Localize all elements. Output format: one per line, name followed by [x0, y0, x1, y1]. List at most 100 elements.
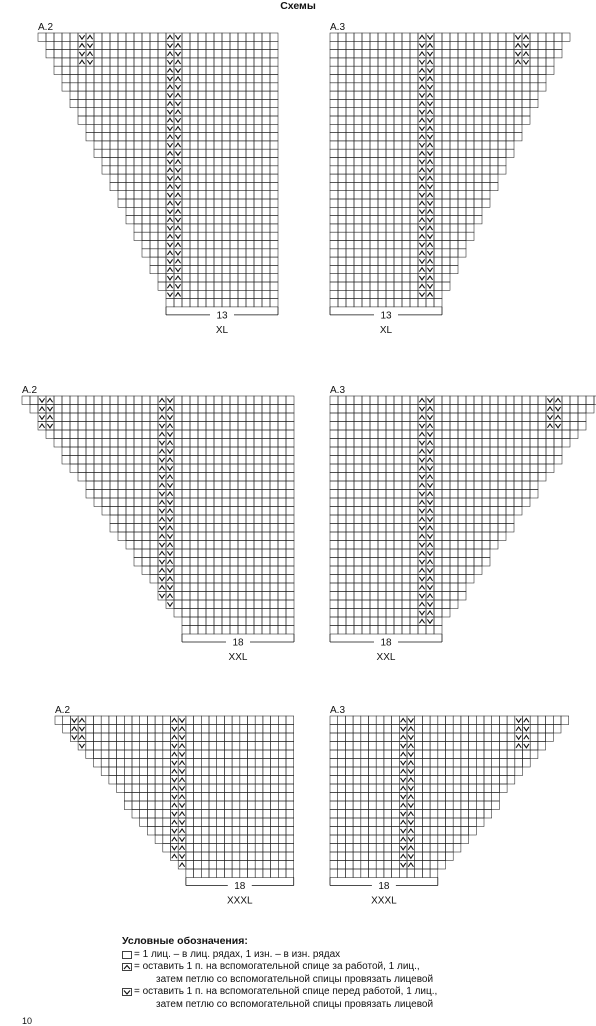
stitch-cell [569, 395, 579, 405]
stitch-cell [417, 531, 427, 541]
stitch-cell [173, 157, 183, 167]
stitch-cell [497, 107, 507, 117]
stitch-cell [109, 489, 119, 499]
stitch-cell [383, 826, 392, 836]
stitch-cell [229, 190, 239, 200]
cable-front-mark [166, 602, 174, 608]
stitch-cell [417, 99, 427, 108]
cable-marks [158, 550, 174, 557]
stitch-cell [481, 41, 491, 50]
stitch-cell [452, 809, 462, 819]
stitch-cell [337, 421, 347, 431]
stitch-cell [253, 599, 263, 609]
stitch-cell [185, 775, 194, 785]
stitch-cell [245, 412, 255, 422]
stitch-cell [254, 860, 264, 870]
cable-back-mark [158, 397, 166, 403]
stitch-cell [162, 826, 171, 836]
stitch-cell [231, 851, 241, 861]
stitch-cell [449, 115, 459, 125]
stitch-cell [422, 766, 431, 776]
stitch-cell [445, 732, 454, 742]
stitch-cell [465, 531, 475, 541]
stitch-cell [337, 115, 347, 125]
stitch-cell [117, 173, 127, 183]
stitch-cell [522, 741, 531, 751]
cable-marks [400, 776, 414, 783]
stitch-cell [189, 256, 199, 266]
cable-marks [418, 567, 434, 574]
stitch-cell [125, 173, 135, 183]
stitch-cell [261, 565, 271, 575]
stitch-cell [117, 531, 127, 541]
stitch-cell [337, 240, 347, 250]
stitch-cell [425, 523, 435, 533]
stitch-cell [245, 574, 255, 584]
stitch-cell [53, 57, 63, 67]
stitch-cell [452, 775, 462, 785]
stitch-cell [173, 506, 183, 516]
stitch-cell [393, 472, 403, 482]
stitch-cell [261, 148, 271, 158]
stitch-cell [181, 41, 191, 50]
stitch-cell [278, 724, 287, 734]
stitch-cell [269, 506, 279, 516]
stitch-cell [85, 49, 95, 59]
stitch-cell [173, 446, 183, 456]
stitch-cell [441, 124, 451, 133]
size-label: XXXL [371, 896, 397, 907]
stitch-cell [221, 165, 231, 175]
stitch-cell [285, 489, 295, 499]
stitch-cell [360, 749, 369, 759]
stitch-cell [337, 404, 347, 414]
stitch-cell [117, 506, 127, 516]
stitch-cell [261, 514, 271, 524]
stitch-cell [131, 766, 140, 776]
stitch-cell [353, 273, 363, 283]
stitch-cell [253, 198, 263, 208]
cable-front-mark [178, 786, 186, 792]
stitch-cell [173, 548, 183, 558]
stitch-cell [329, 215, 339, 225]
stitch-cell [237, 124, 247, 133]
stitch-cell [361, 223, 371, 233]
stitch-cell [553, 412, 563, 422]
stitch-cell [189, 608, 199, 618]
stitch-cell [417, 132, 427, 142]
stitch-cell [141, 540, 151, 550]
stitch-cell [393, 215, 403, 225]
stitch-cell [409, 115, 419, 125]
stitch-cell [149, 421, 159, 431]
stitch-cell [185, 817, 194, 827]
stitch-cell [352, 860, 362, 870]
stitch-cell [253, 281, 263, 291]
stitch-cell [401, 165, 411, 175]
stitch-cell [385, 489, 395, 499]
stitch-cell [345, 506, 355, 516]
stitch-cell [377, 207, 387, 216]
stitch-cell [491, 724, 500, 734]
stitch-cell [261, 90, 271, 100]
stitch-cell [545, 732, 554, 742]
stitch-cell [393, 107, 403, 117]
stitch-cell [385, 140, 395, 150]
stitch-cell [449, 190, 459, 200]
stitch-cell [393, 182, 403, 191]
stitch-cell [189, 395, 199, 405]
stitch-cell [473, 548, 483, 558]
stitch-cell [514, 715, 523, 725]
stitch-cell [133, 198, 143, 208]
stitch-cell [385, 548, 395, 558]
cable-back-mark [158, 584, 166, 590]
stitch-cell [269, 582, 279, 592]
stitch-cell [254, 732, 264, 742]
stitch-cell [345, 489, 355, 499]
stitch-cell [449, 49, 459, 59]
stitch-cell [441, 90, 451, 100]
stitch-cell [465, 215, 475, 225]
stitch-cell [229, 446, 239, 456]
stitch-cell [433, 65, 443, 75]
cable-back-mark [546, 422, 554, 429]
stitch-cell [197, 489, 207, 499]
stitch-cell [385, 625, 395, 635]
